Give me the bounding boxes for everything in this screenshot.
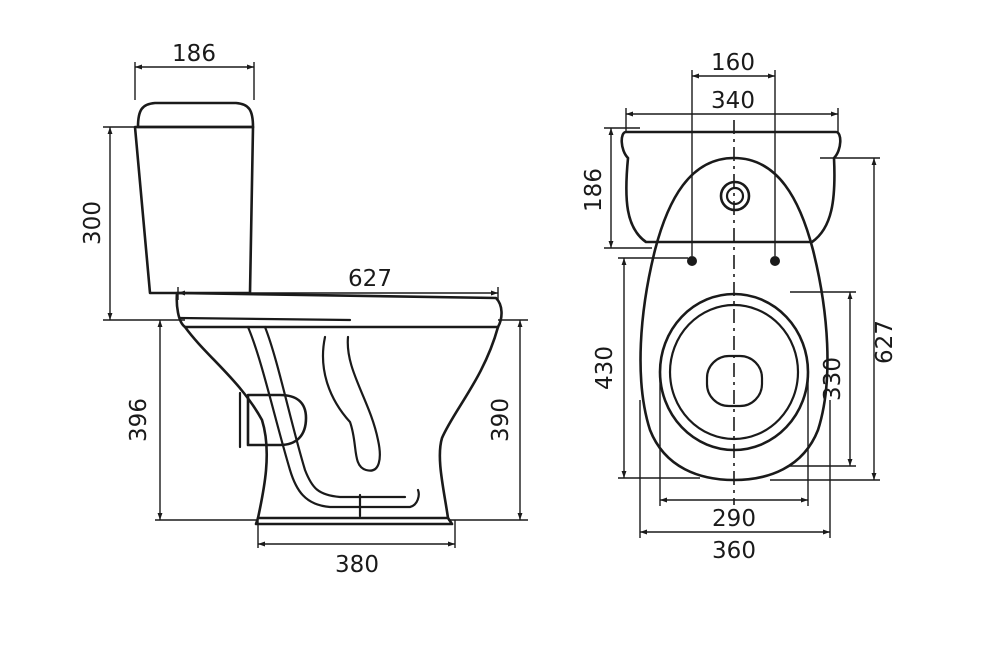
dim-base-length: 380 [335,552,379,578]
flush-hole [719,180,751,212]
bowl-body [183,325,500,520]
mount-bolt-right [770,256,780,266]
tank-top [620,130,842,244]
dim-hole-to-front: 430 [592,346,618,390]
bowl-base [254,516,454,526]
dim-tank-length: 340 [711,88,755,114]
dim-total-length: 627 [348,266,392,292]
flush-channel [246,325,420,509]
dim-mount-spacing: 160 [711,50,755,76]
dim-bowl-width: 360 [712,538,756,564]
dim-seat-inner-depth: 330 [820,357,846,401]
dim-tank-width: 186 [172,41,216,67]
tank-lid [136,101,255,129]
dim-tank-depth: 186 [581,168,607,212]
flush-channel-inner [263,325,407,499]
dim-seat-height: 390 [488,398,514,442]
flush-hole-inner [725,186,745,206]
mount-bolt-left [687,256,697,266]
dim-seat-inner-width: 290 [712,506,756,532]
side-view: 186 300 627 396 390 380 [80,41,528,578]
outlet-pipe [246,393,308,447]
dim-total-height: 396 [126,398,152,442]
tank-body [133,125,255,295]
top-view: 160 340 186 430 330 627 290 [581,50,898,564]
bowl-rim [175,291,503,329]
rim-inner-line [178,316,352,322]
dim-overall-depth: 627 [872,320,898,364]
trap-channel [321,335,381,472]
dim-tank-height: 300 [80,201,106,245]
